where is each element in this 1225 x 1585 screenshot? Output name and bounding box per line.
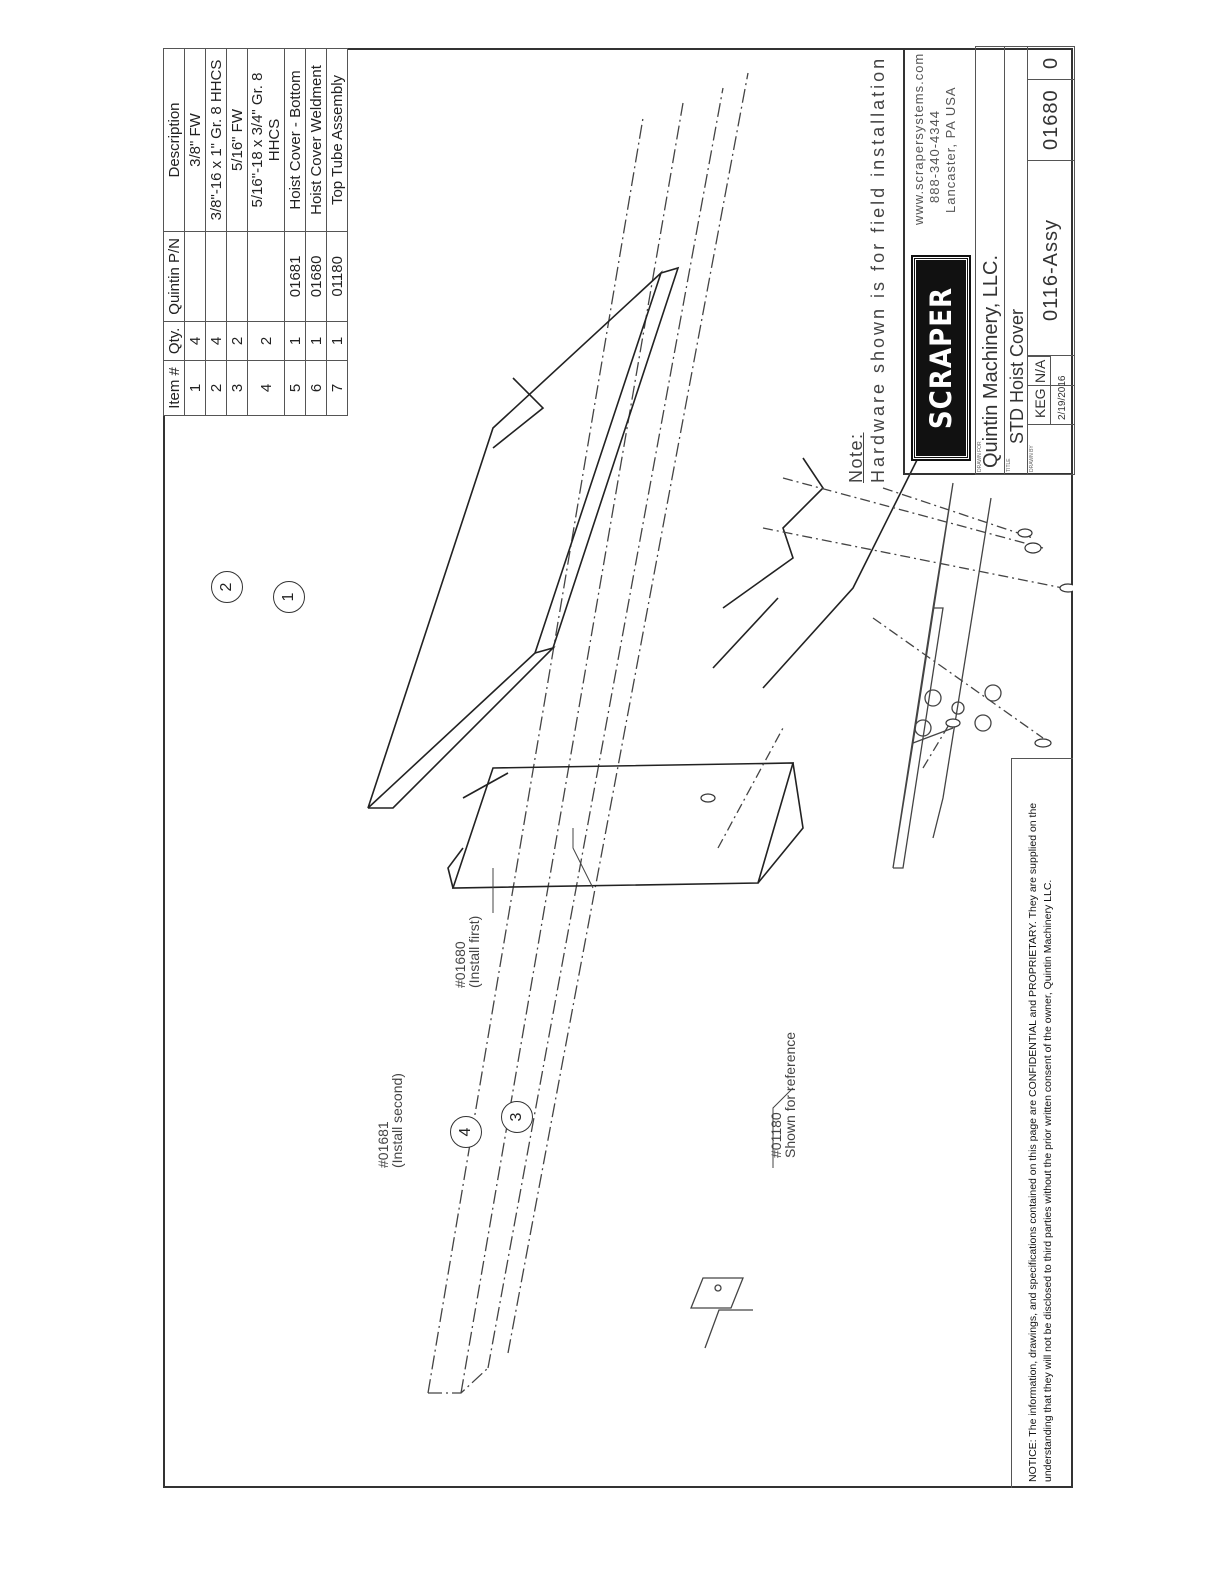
bom-cell-pn: [226, 231, 248, 322]
company-phone: 888-340-4344: [927, 110, 942, 203]
revision: 0: [1040, 57, 1062, 69]
bom-cell-item: 5: [284, 360, 306, 416]
scale-cell: N/A: [1027, 356, 1051, 386]
assembly-cell: 0116-Assy: [1027, 160, 1075, 356]
assembly-number: 0116-Assy: [1040, 218, 1062, 321]
balloon-4: 4: [450, 1116, 482, 1148]
bom-cell-desc: Top Tube Assembly: [326, 48, 348, 232]
balloon-1: 1: [273, 581, 305, 613]
field-note: Note: Hardware shown is for field instal…: [845, 56, 889, 483]
hardware: [700, 528, 1073, 803]
hoist-cover-weldment: [367, 266, 924, 809]
title-block: SCRAPER SYSTEMS www.scrapersystems.com 8…: [903, 46, 1075, 475]
bom-cell-qty: 1: [326, 321, 348, 361]
bom-cell-desc: Hoist Cover - Bottom: [284, 48, 306, 232]
callout-01681: #01681 (Install second): [375, 1073, 405, 1168]
confidentiality-notice: NOTICE: The information, drawings, and s…: [1011, 758, 1073, 1488]
note-text: Hardware shown is for field installation: [868, 55, 888, 483]
scale: N/A: [1032, 359, 1048, 383]
bom-cell-qty: 1: [305, 321, 327, 361]
bom-cell-qty: 1: [284, 321, 306, 361]
balloon-1-label: 1: [280, 592, 297, 602]
bom-cell-item: 7: [326, 360, 348, 416]
bom-cell-qty: 4: [205, 321, 227, 361]
bom-cell-pn: 01681: [284, 231, 306, 322]
bom-cell-pn: [247, 231, 285, 322]
callout-01180-label: #01180: [768, 1112, 784, 1158]
bom-cell-item: 3: [226, 360, 248, 416]
note-label: Note:: [846, 432, 866, 483]
bom-cell-desc: 3/8"-16 x 1" Gr. 8 HHCS: [205, 48, 227, 232]
balloon-2-label: 2: [218, 582, 235, 592]
callout-01180-note: Shown for reference: [782, 1031, 798, 1158]
bom-cell-pn: 01180: [326, 231, 348, 322]
leader-lines: [492, 828, 794, 1168]
bom-cell-pn: 01680: [305, 231, 327, 322]
drawing-title: STD Hoist Cover: [1007, 308, 1027, 444]
bom-cell-desc: 3/8" FW: [184, 48, 206, 232]
bom-cell-desc: 5/16"-18 x 3/4" Gr. 8 HHCS: [247, 48, 285, 232]
bom-cell-desc: Hoist Cover Weldment: [305, 48, 327, 232]
bom-cell-desc: 5/16" FW: [226, 48, 248, 232]
top-tube-outline: [427, 72, 749, 1394]
callout-01680-label: #01680: [452, 941, 468, 988]
callout-01180: #01180 Shown for reference: [768, 1031, 798, 1158]
bom-cell-item: 2: [205, 360, 227, 416]
bom-cell-item: 4: [247, 360, 285, 416]
balloon-2: 2: [211, 571, 243, 603]
title-cell: TITLE STD Hoist Cover: [1004, 46, 1028, 475]
balloon-4-label: 4: [457, 1127, 474, 1137]
top-tube-bracket: [690, 1277, 753, 1349]
bom-header-item: Item #: [163, 360, 185, 416]
date-cell: 2/19/2016: [1050, 355, 1075, 425]
company-cell: DRAWN FOR Quintin Machinery, LLC.: [975, 46, 1005, 475]
callout-01681-label: #01681: [375, 1121, 391, 1168]
company-website: www.scrapersystems.com: [911, 52, 926, 225]
drawing-canvas: #01680 (Install first) #01681 (Install s…: [163, 46, 1075, 1488]
bom-cell-qty: 2: [226, 321, 248, 361]
bom-cell-qty: 2: [247, 321, 285, 361]
hoist-cover-bottom: [447, 762, 804, 889]
bom-cell-pn: [184, 231, 206, 322]
bom-header-row: Item # Qty. Quintin P/N Description: [163, 48, 185, 416]
drawn-by-value-cell: KEG: [1027, 385, 1051, 425]
bom-cell-item: 6: [305, 360, 327, 416]
bom-header-pn: Quintin P/N: [163, 231, 185, 322]
part-number: 01680: [1040, 89, 1062, 150]
bom-cell-qty: 4: [184, 321, 206, 361]
balloon-3: 3: [501, 1101, 533, 1133]
callout-01680: #01680 (Install first): [452, 915, 482, 988]
bom-header-qty: Qty.: [163, 321, 185, 361]
bom-cell-pn: [205, 231, 227, 322]
mount-plate: [892, 482, 1002, 869]
revision-cell: 0: [1027, 46, 1075, 80]
bom-header-desc: Description: [163, 48, 185, 232]
company-name: Quintin Machinery, LLC.: [980, 254, 1002, 468]
balloon-3-label: 3: [508, 1112, 525, 1122]
fastener-axes: [717, 477, 1064, 849]
company-location: Lancaster, PA USA: [943, 86, 958, 213]
callout-01681-note: (Install second): [389, 1073, 405, 1168]
callout-01680-note: (Install first): [466, 915, 482, 988]
drawn-by: KEG: [1032, 388, 1048, 418]
drawing-date: 2/19/2016: [1057, 375, 1068, 421]
part-number-cell: 01680: [1027, 79, 1075, 161]
scraper-systems-logo: SCRAPER SYSTEMS: [912, 249, 1008, 467]
bom-cell-item: 1: [184, 360, 206, 416]
assembly-illustration: [367, 72, 1073, 1394]
